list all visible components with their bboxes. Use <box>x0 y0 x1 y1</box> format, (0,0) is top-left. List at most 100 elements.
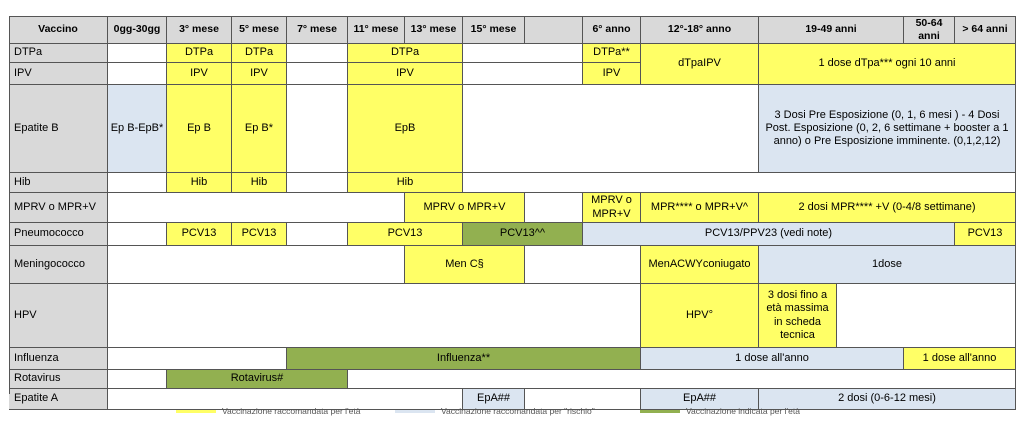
cell-hib-5m: Hib <box>232 173 287 193</box>
cell-hpv-19-49a: 3 dosi fino a età massima in scheda tecn… <box>759 284 837 348</box>
legend-item-blue: Vaccinazione raccomandata per "rischio" <box>395 406 595 416</box>
cell-menacwy-12-18a: MenACWYconiugato <box>641 246 759 284</box>
cell-empty <box>108 370 167 389</box>
cell-epb-0gg: Ep B-EpB* <box>108 85 167 173</box>
cell-empty <box>108 44 167 63</box>
cell-empty <box>108 193 405 223</box>
row-label-ipv: IPV <box>9 63 108 85</box>
cell-empty <box>108 284 641 348</box>
cell-menc-13m: Men C§ <box>405 246 525 284</box>
cell-influenza-child: Influenza** <box>287 348 641 370</box>
cell-ipv-6a: IPV <box>583 63 641 85</box>
cell-empty <box>463 44 583 63</box>
row-label-hpv: HPV <box>9 284 108 348</box>
row-label-epatite-a: Epatite A <box>9 389 108 410</box>
row-label-hib: Hib <box>9 173 108 193</box>
legend-label-green: Vaccinazione indicata per l'età <box>686 406 800 416</box>
header-vaccino: Vaccino <box>9 16 108 44</box>
legend-swatch-green <box>640 409 680 413</box>
cell-hpv-12-18a: HPV° <box>641 284 759 348</box>
vaccination-schedule-table: Vaccino 0gg-30gg 3° mese 5° mese 7° mese… <box>9 16 1016 410</box>
cell-dtpa-6a: DTPa** <box>583 44 641 63</box>
cell-empty <box>287 44 348 63</box>
cell-empty <box>108 348 287 370</box>
row-label-influenza: Influenza <box>9 348 108 370</box>
cell-empty <box>108 246 405 284</box>
header-12-18-anno: 12°-18° anno <box>641 16 759 44</box>
cell-mprv-6a: MPRV o MPR+V <box>583 193 641 223</box>
cell-dtpa-11-13m: DTPa <box>348 44 463 63</box>
header-50-64-anni: 50-64 anni <box>904 16 955 44</box>
cell-pcv13-ppv23: PCV13/PPV23 (vedi note) <box>583 223 955 246</box>
cell-empty <box>837 284 1016 348</box>
row-label-dtpa: DTPa <box>9 44 108 63</box>
cell-hib-11-13m: Hib <box>348 173 463 193</box>
cell-empty <box>287 223 348 246</box>
cell-pcv13-15m: PCV13^^ <box>463 223 583 246</box>
cell-epb-5m: Ep B* <box>232 85 287 173</box>
legend-label-blue: Vaccinazione raccomandata per "rischio" <box>441 406 595 416</box>
legend-item-green: Vaccinazione indicata per l'età <box>640 406 800 416</box>
schedule-last-row: EpA## EpA## 2 dosi (0-6-12 mesi) <box>9 16 1016 422</box>
cell-hib-3m: Hib <box>167 173 232 193</box>
header-5-mese: 5° mese <box>232 16 287 44</box>
cell-influenza-risk: 1 dose all'anno <box>641 348 904 370</box>
legend: Vaccinazione raccomandata per l'età Vacc… <box>0 404 1024 420</box>
header-blank <box>525 16 583 44</box>
row-label-pneumococco: Pneumococco <box>9 223 108 246</box>
cell-empty <box>463 63 583 85</box>
cell-mprv-12-18a: MPR**** o MPR+V^ <box>641 193 759 223</box>
cell-empty <box>525 389 641 410</box>
cell-empty <box>287 173 348 193</box>
header-13-mese: 13° mese <box>405 16 463 44</box>
cell-dtpaipv-12-18a: dTpaIPV <box>641 44 759 85</box>
cell-dtpa-5m: DTPa <box>232 44 287 63</box>
cell-epb-3m: Ep B <box>167 85 232 173</box>
cell-epa-adult: 2 dosi (0-6-12 mesi) <box>759 389 1016 410</box>
cell-influenza-senior: 1 dose all'anno <box>904 348 1016 370</box>
cell-empty <box>108 223 167 246</box>
cell-empty <box>463 85 759 173</box>
header-11-mese: 11° mese <box>348 16 405 44</box>
row-label-mprv: MPRV o MPR+V <box>9 193 108 223</box>
cell-ipv-5m: IPV <box>232 63 287 85</box>
cell-empty <box>108 389 463 410</box>
cell-epa-15m: EpA## <box>463 389 525 410</box>
legend-label-yellow: Vaccinazione raccomandata per l'età <box>222 406 361 416</box>
cell-meningo-adult: 1dose <box>759 246 1016 284</box>
cell-epb-11-13m: EpB <box>348 85 463 173</box>
header-3-mese: 3° mese <box>167 16 232 44</box>
header-7-mese: 7° mese <box>287 16 348 44</box>
cell-empty <box>108 63 167 85</box>
cell-empty <box>525 246 641 284</box>
legend-swatch-blue <box>395 409 435 413</box>
header-19-49-anni: 19-49 anni <box>759 16 904 44</box>
cell-pcv13-5m: PCV13 <box>232 223 287 246</box>
row-label-epatite-b: Epatite B <box>9 85 108 173</box>
cell-rotavirus: Rotavirus# <box>167 370 348 389</box>
row-label-meningococco: Meningococco <box>9 246 108 284</box>
cell-ipv-11-13m: IPV <box>348 63 463 85</box>
header-15-mese: 15° mese <box>463 16 525 44</box>
cell-mprv-adult: 2 dosi MPR**** +V (0-4/8 settimane) <box>759 193 1016 223</box>
header-6-anno: 6° anno <box>583 16 641 44</box>
header-0gg-30gg: 0gg-30gg <box>108 16 167 44</box>
cell-ipv-3m: IPV <box>167 63 232 85</box>
cell-dtpa-3m: DTPa <box>167 44 232 63</box>
cell-pcv13-3m: PCV13 <box>167 223 232 246</box>
header-64-plus-anni: > 64 anni <box>955 16 1016 44</box>
cell-empty <box>108 173 167 193</box>
cell-epb-adult: 3 Dosi Pre Esposizione (0, 1, 6 mesi ) -… <box>759 85 1016 173</box>
cell-mprv-13-15m: MPRV o MPR+V <box>405 193 525 223</box>
cell-empty <box>287 85 348 173</box>
cell-empty <box>348 370 1016 389</box>
cell-empty <box>463 173 1016 193</box>
cell-pcv13-11-13m: PCV13 <box>348 223 463 246</box>
legend-swatch-yellow <box>176 409 216 413</box>
cell-empty <box>287 63 348 85</box>
cell-dtpa-adult: 1 dose dTpa*** ogni 10 anni <box>759 44 1016 85</box>
legend-item-yellow: Vaccinazione raccomandata per l'età <box>176 406 361 416</box>
row-label-rotavirus: Rotavirus <box>9 370 108 389</box>
cell-pcv13-64plus: PCV13 <box>955 223 1016 246</box>
cell-empty <box>525 193 583 223</box>
